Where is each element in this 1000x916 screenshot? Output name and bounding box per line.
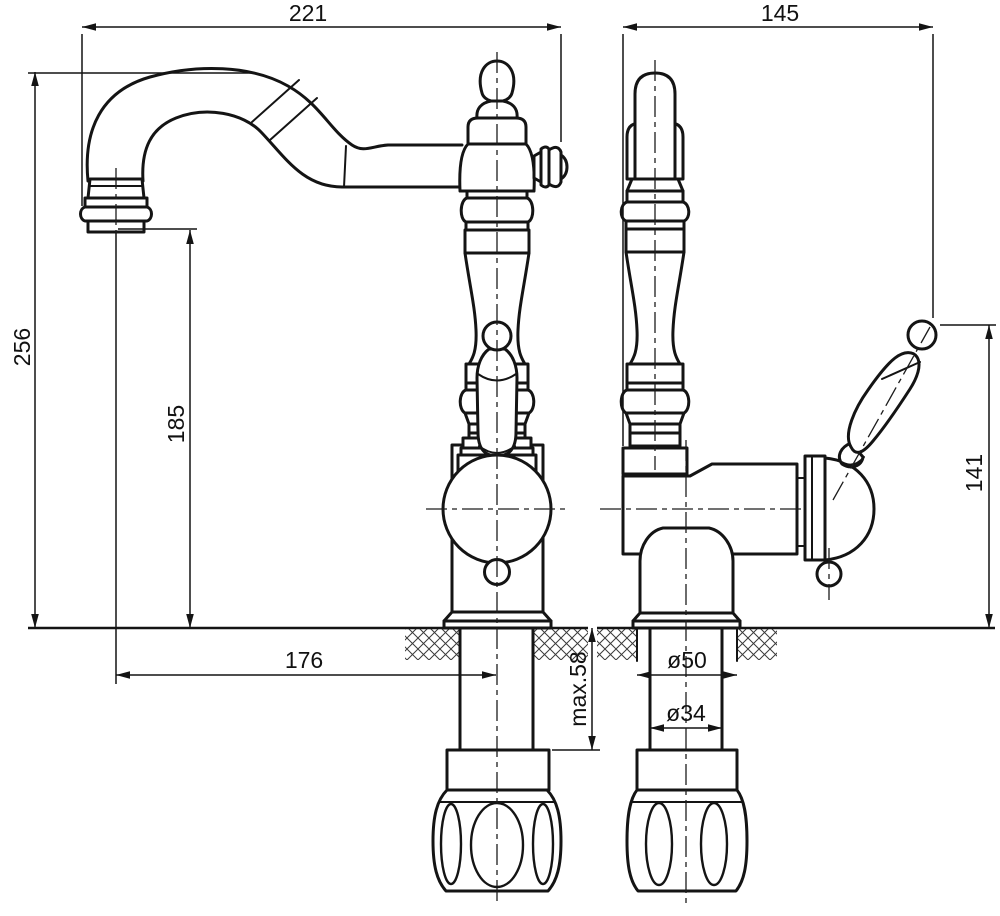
- dim-label-outlet-height: 185: [163, 405, 189, 443]
- dim-label-max-deck-thickness: max.58: [565, 651, 591, 726]
- sidespray-ring2: [547, 145, 563, 189]
- dimension-total-height: 256: [9, 72, 252, 628]
- baluster-left-edge: [463, 251, 478, 366]
- hatch-right-view-right: [737, 629, 777, 660]
- knurl-slot-side-left: [644, 801, 674, 887]
- centerlines: [115, 52, 931, 906]
- dimension-body-depth: 145: [622, 0, 934, 446]
- spout-joint-line: [343, 145, 347, 188]
- dim-label-total-height: 256: [9, 328, 35, 366]
- dimensions: 221 145 256 185 141: [9, 0, 996, 751]
- baluster-right-edge: [516, 251, 531, 366]
- dim-label-outlet-offset: 176: [285, 647, 323, 673]
- left-view-front: [79, 59, 569, 893]
- dimension-spout-reach: 221: [81, 0, 562, 206]
- dimension-outlet-height: 185: [118, 228, 197, 628]
- dimension-max-deck-thickness: max.58: [552, 628, 600, 751]
- finial-base: [475, 99, 519, 120]
- dimension-outlet-offset: 176: [115, 233, 496, 684]
- spout-break-lines: [251, 79, 318, 141]
- spout-inner-curve: [141, 110, 464, 189]
- lever-grip-side: [846, 351, 921, 454]
- cover-plate: [803, 454, 827, 562]
- mount-dome: [638, 526, 735, 615]
- lever-ball-side: [906, 319, 938, 351]
- counter-section: [28, 626, 995, 662]
- baluster-right-side: [671, 250, 686, 366]
- lock-nut-side: [635, 748, 739, 792]
- hatch-right-view-left: [597, 629, 637, 660]
- dim-label-shank-diameter: ø34: [666, 700, 706, 726]
- knurl-slot-left: [439, 802, 463, 886]
- shank-walls-side: [648, 626, 724, 752]
- dimension-base-diameter: ø50: [637, 647, 737, 679]
- hatch-left-view-right: [534, 629, 588, 660]
- dim-label-spout-reach: 221: [289, 0, 327, 26]
- right-view-side: [619, 71, 938, 893]
- baluster-left-side: [624, 250, 639, 366]
- knurl-slot-side-right: [699, 801, 729, 887]
- lever-grip-line: [881, 361, 921, 380]
- hatch-left-view-left: [405, 629, 459, 660]
- knurl-slot-right: [531, 802, 555, 886]
- dim-label-handle-height: 141: [961, 454, 987, 492]
- cover-dome: [823, 456, 876, 562]
- deck-hole-walls: [636, 627, 738, 662]
- sidespray-cap: [559, 153, 569, 181]
- dimension-shank-diameter: ø34: [650, 700, 722, 732]
- dimension-handle-height: 141: [940, 324, 996, 628]
- dim-label-body-depth: 145: [761, 0, 799, 26]
- shank-walls: [458, 626, 535, 752]
- lock-nut: [445, 748, 551, 792]
- spout-outer-curve: [85, 67, 464, 183]
- centerline-lever: [832, 326, 931, 501]
- dim-label-base-diameter: ø50: [667, 647, 707, 673]
